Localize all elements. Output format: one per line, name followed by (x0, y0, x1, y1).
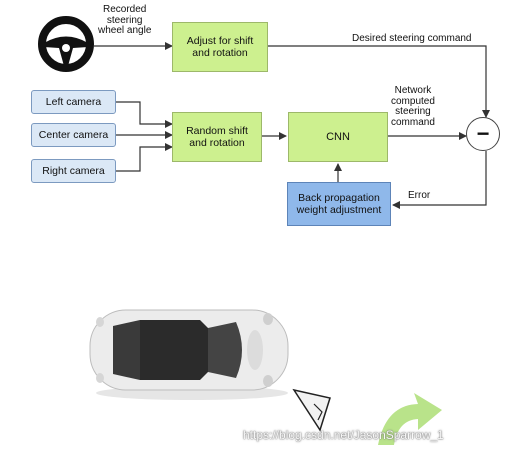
right-camera-box: Right camera (31, 159, 116, 183)
cnn-box: CNN (288, 112, 388, 162)
center-camera-box: Center camera (31, 123, 116, 147)
left-camera-connector (116, 101, 173, 128)
desired-command-line (268, 45, 490, 118)
backprop-box: Back propagation weight adjustment (287, 182, 391, 226)
turn-arrow-icon (378, 393, 442, 445)
steering-wheel-icon (38, 16, 94, 72)
recorded-angle-label: Recorded steering wheel angle (98, 4, 152, 36)
adjust-box: Adjust for shift and rotation (172, 22, 268, 72)
watermark-text: https://blog.csdn.net/JasonSparrow_1 (243, 428, 444, 442)
right-camera-connector (116, 143, 173, 172)
network-command-label: Network computed steering command (391, 85, 435, 128)
camera-view-icon (292, 388, 331, 432)
error-label: Error (408, 190, 431, 201)
random-shift-box: Random shift and rotation (172, 112, 262, 162)
left-camera-box: Left camera (31, 90, 116, 114)
minus-sum-node: − (466, 117, 500, 151)
car-image (89, 309, 289, 400)
error-feedback-arrow (392, 151, 487, 209)
desired-command-label: Desired steering command (352, 33, 472, 44)
